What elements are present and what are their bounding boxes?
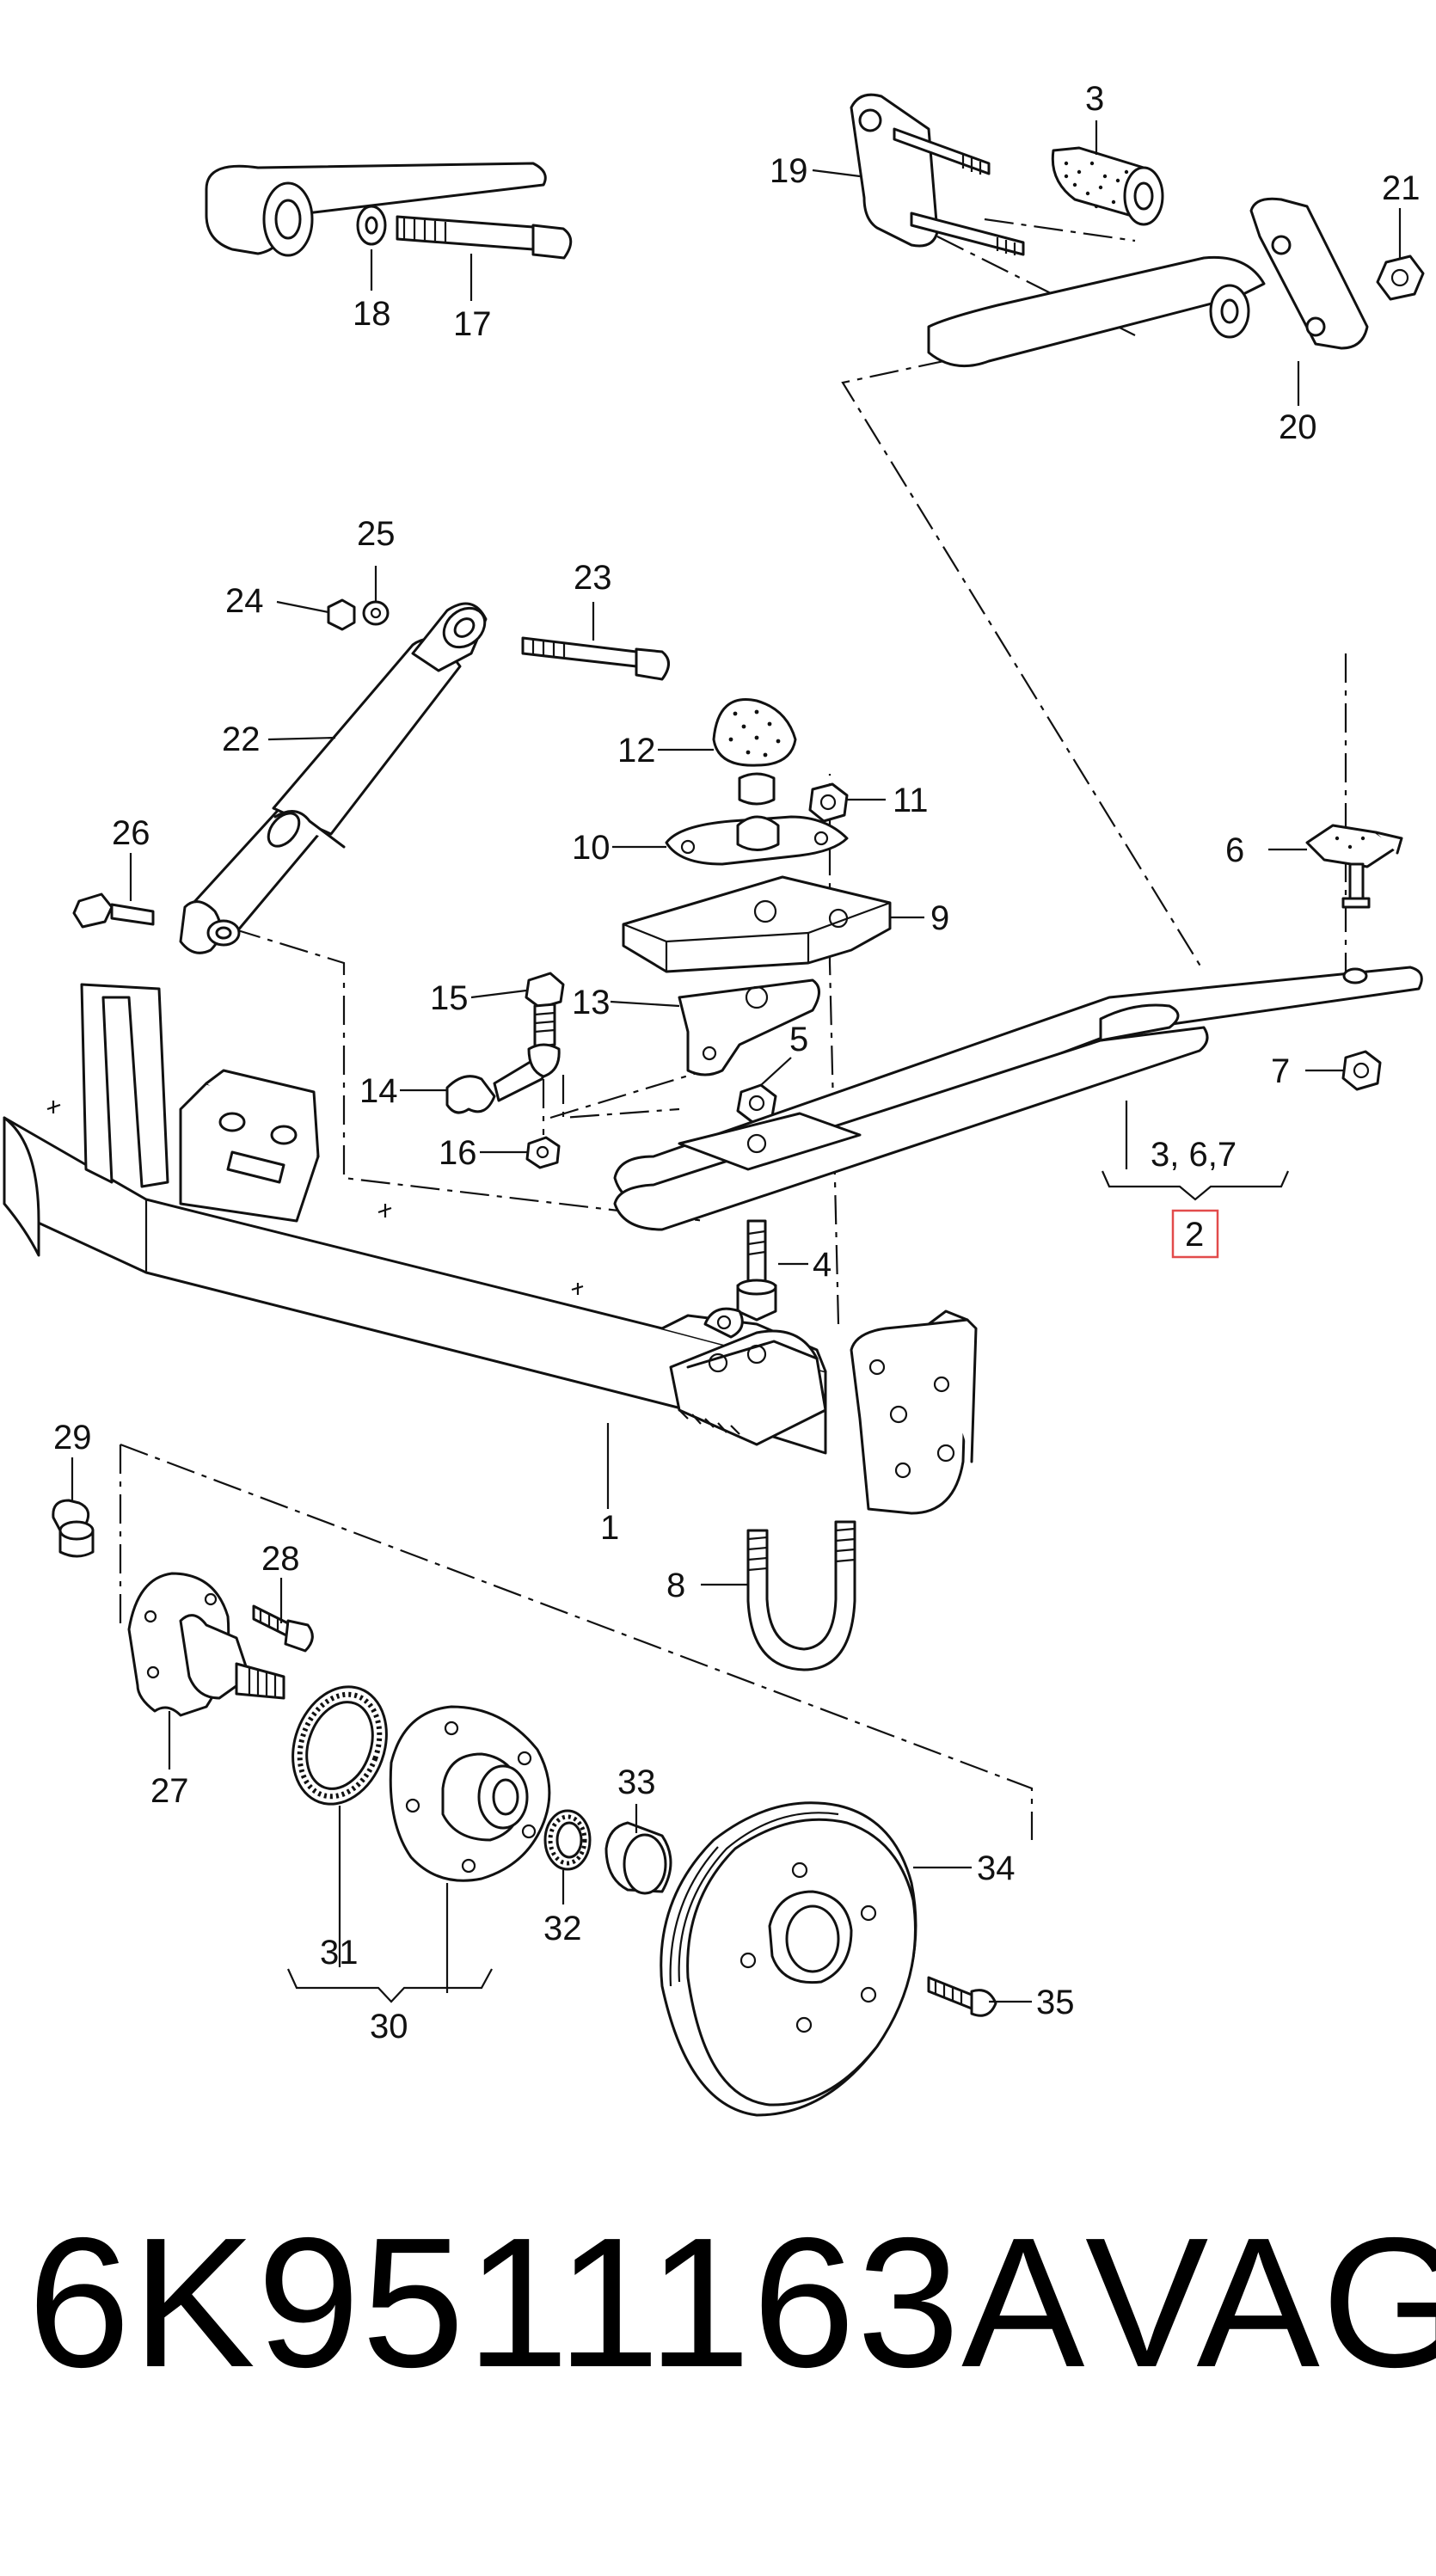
cap-29-shape: [52, 1499, 95, 1558]
callout-19: 19: [770, 152, 808, 190]
bolt-28-shape: [252, 1604, 290, 1638]
brand-name: VAG: [1085, 2199, 1436, 2406]
assembly-lines: [119, 218, 1347, 1840]
callout-30: 30: [370, 2008, 408, 2045]
callout-12: 12: [617, 732, 656, 770]
callout-10: 10: [572, 829, 611, 867]
callout-4: 4: [813, 1246, 832, 1284]
callout-32: 32: [543, 1910, 582, 1947]
clip-6-shape: [1305, 824, 1399, 868]
bearing-32-shape: [543, 1809, 592, 1871]
screw-35-shape: [927, 1976, 997, 2017]
callout-16: 16: [439, 1134, 477, 1172]
callout-11: 11: [893, 782, 929, 819]
bump-stop-12-shape: [712, 698, 797, 767]
callout-34: 34: [977, 1849, 1016, 1887]
brake-drum-34-shape: [660, 1801, 917, 2117]
callout-2-highlight: [1171, 1209, 1219, 1259]
callout-1: 1: [600, 1509, 619, 1547]
callout-2: 2: [1185, 1216, 1204, 1254]
parts-diagram: 3 19 21 20 18 17 25 24 23 22 26 12 11 10…: [3, 80, 1425, 2117]
grease-cap-33-shape: [604, 1821, 672, 1895]
spring-shackle-group: [850, 93, 1425, 368]
callout-23: 23: [574, 559, 612, 597]
bump-stop-group: [445, 698, 892, 1169]
clamp-plate-9-shape: [622, 875, 892, 973]
bolt-15-shape: [525, 972, 565, 1009]
u-bolt-8-shape: [746, 1520, 856, 1671]
callout-35: 35: [1036, 1984, 1075, 2021]
spring-clip-group: [1305, 824, 1403, 1091]
callout-31: 31: [320, 1934, 359, 1972]
callout-13: 13: [572, 984, 611, 1021]
bolt-4-group: [736, 1219, 777, 1322]
callout-24: 24: [225, 582, 264, 620]
nut-24-shape: [327, 598, 356, 631]
callout-27: 27: [150, 1772, 189, 1810]
callout-33: 33: [617, 1763, 656, 1801]
callout-15: 15: [430, 979, 469, 1017]
wheel-hub-30-shape: [389, 1705, 551, 1882]
callout-28: 28: [261, 1540, 300, 1578]
callout-14: 14: [359, 1072, 398, 1110]
axle-beam-1-shape: [3, 983, 978, 1515]
callout-22: 22: [222, 721, 261, 758]
part-number: 6K9511163A: [28, 2199, 1087, 2406]
sensor-ring-31-shape: [291, 1685, 388, 1806]
bolt-26-shape: [72, 892, 114, 929]
callout-20: 20: [1279, 408, 1317, 446]
nut-21-shape: [1376, 255, 1425, 301]
callout-8: 8: [666, 1567, 685, 1604]
shock-absorber-group: [72, 598, 670, 954]
shackle-plate-19-shape: [850, 93, 939, 248]
clip-14-shape: [445, 1075, 496, 1114]
spring-eye-bolt-group: [205, 162, 573, 260]
callout-9: 9: [930, 899, 949, 937]
callout-21: 21: [1382, 169, 1421, 207]
washer-25-shape: [362, 600, 390, 626]
callout-3: 3: [1085, 80, 1104, 118]
callout-6: 6: [1225, 831, 1244, 869]
bolt-17-shape: [396, 215, 535, 251]
callout-7: 7: [1271, 1052, 1290, 1090]
leaf-spring-2-shape: [613, 966, 1423, 1231]
callout-17: 17: [453, 305, 492, 343]
callout-labels: 3 19 21 20 18 17 25 24 23 22 26 12 11 10…: [53, 80, 1421, 2045]
callout-29: 29: [53, 1419, 92, 1457]
nut-11-shape: [808, 782, 849, 823]
callout-5: 5: [789, 1021, 808, 1058]
callout-25: 25: [357, 515, 396, 553]
callout-group-3-6-7: 3, 6,7: [1151, 1136, 1237, 1174]
callout-26: 26: [112, 814, 150, 852]
callout-18: 18: [353, 295, 391, 333]
stub-axle-group: [127, 1572, 314, 1717]
nut-7-shape: [1341, 1050, 1382, 1091]
leader-lines: [71, 120, 1402, 2003]
nut-16-shape: [525, 1136, 561, 1169]
